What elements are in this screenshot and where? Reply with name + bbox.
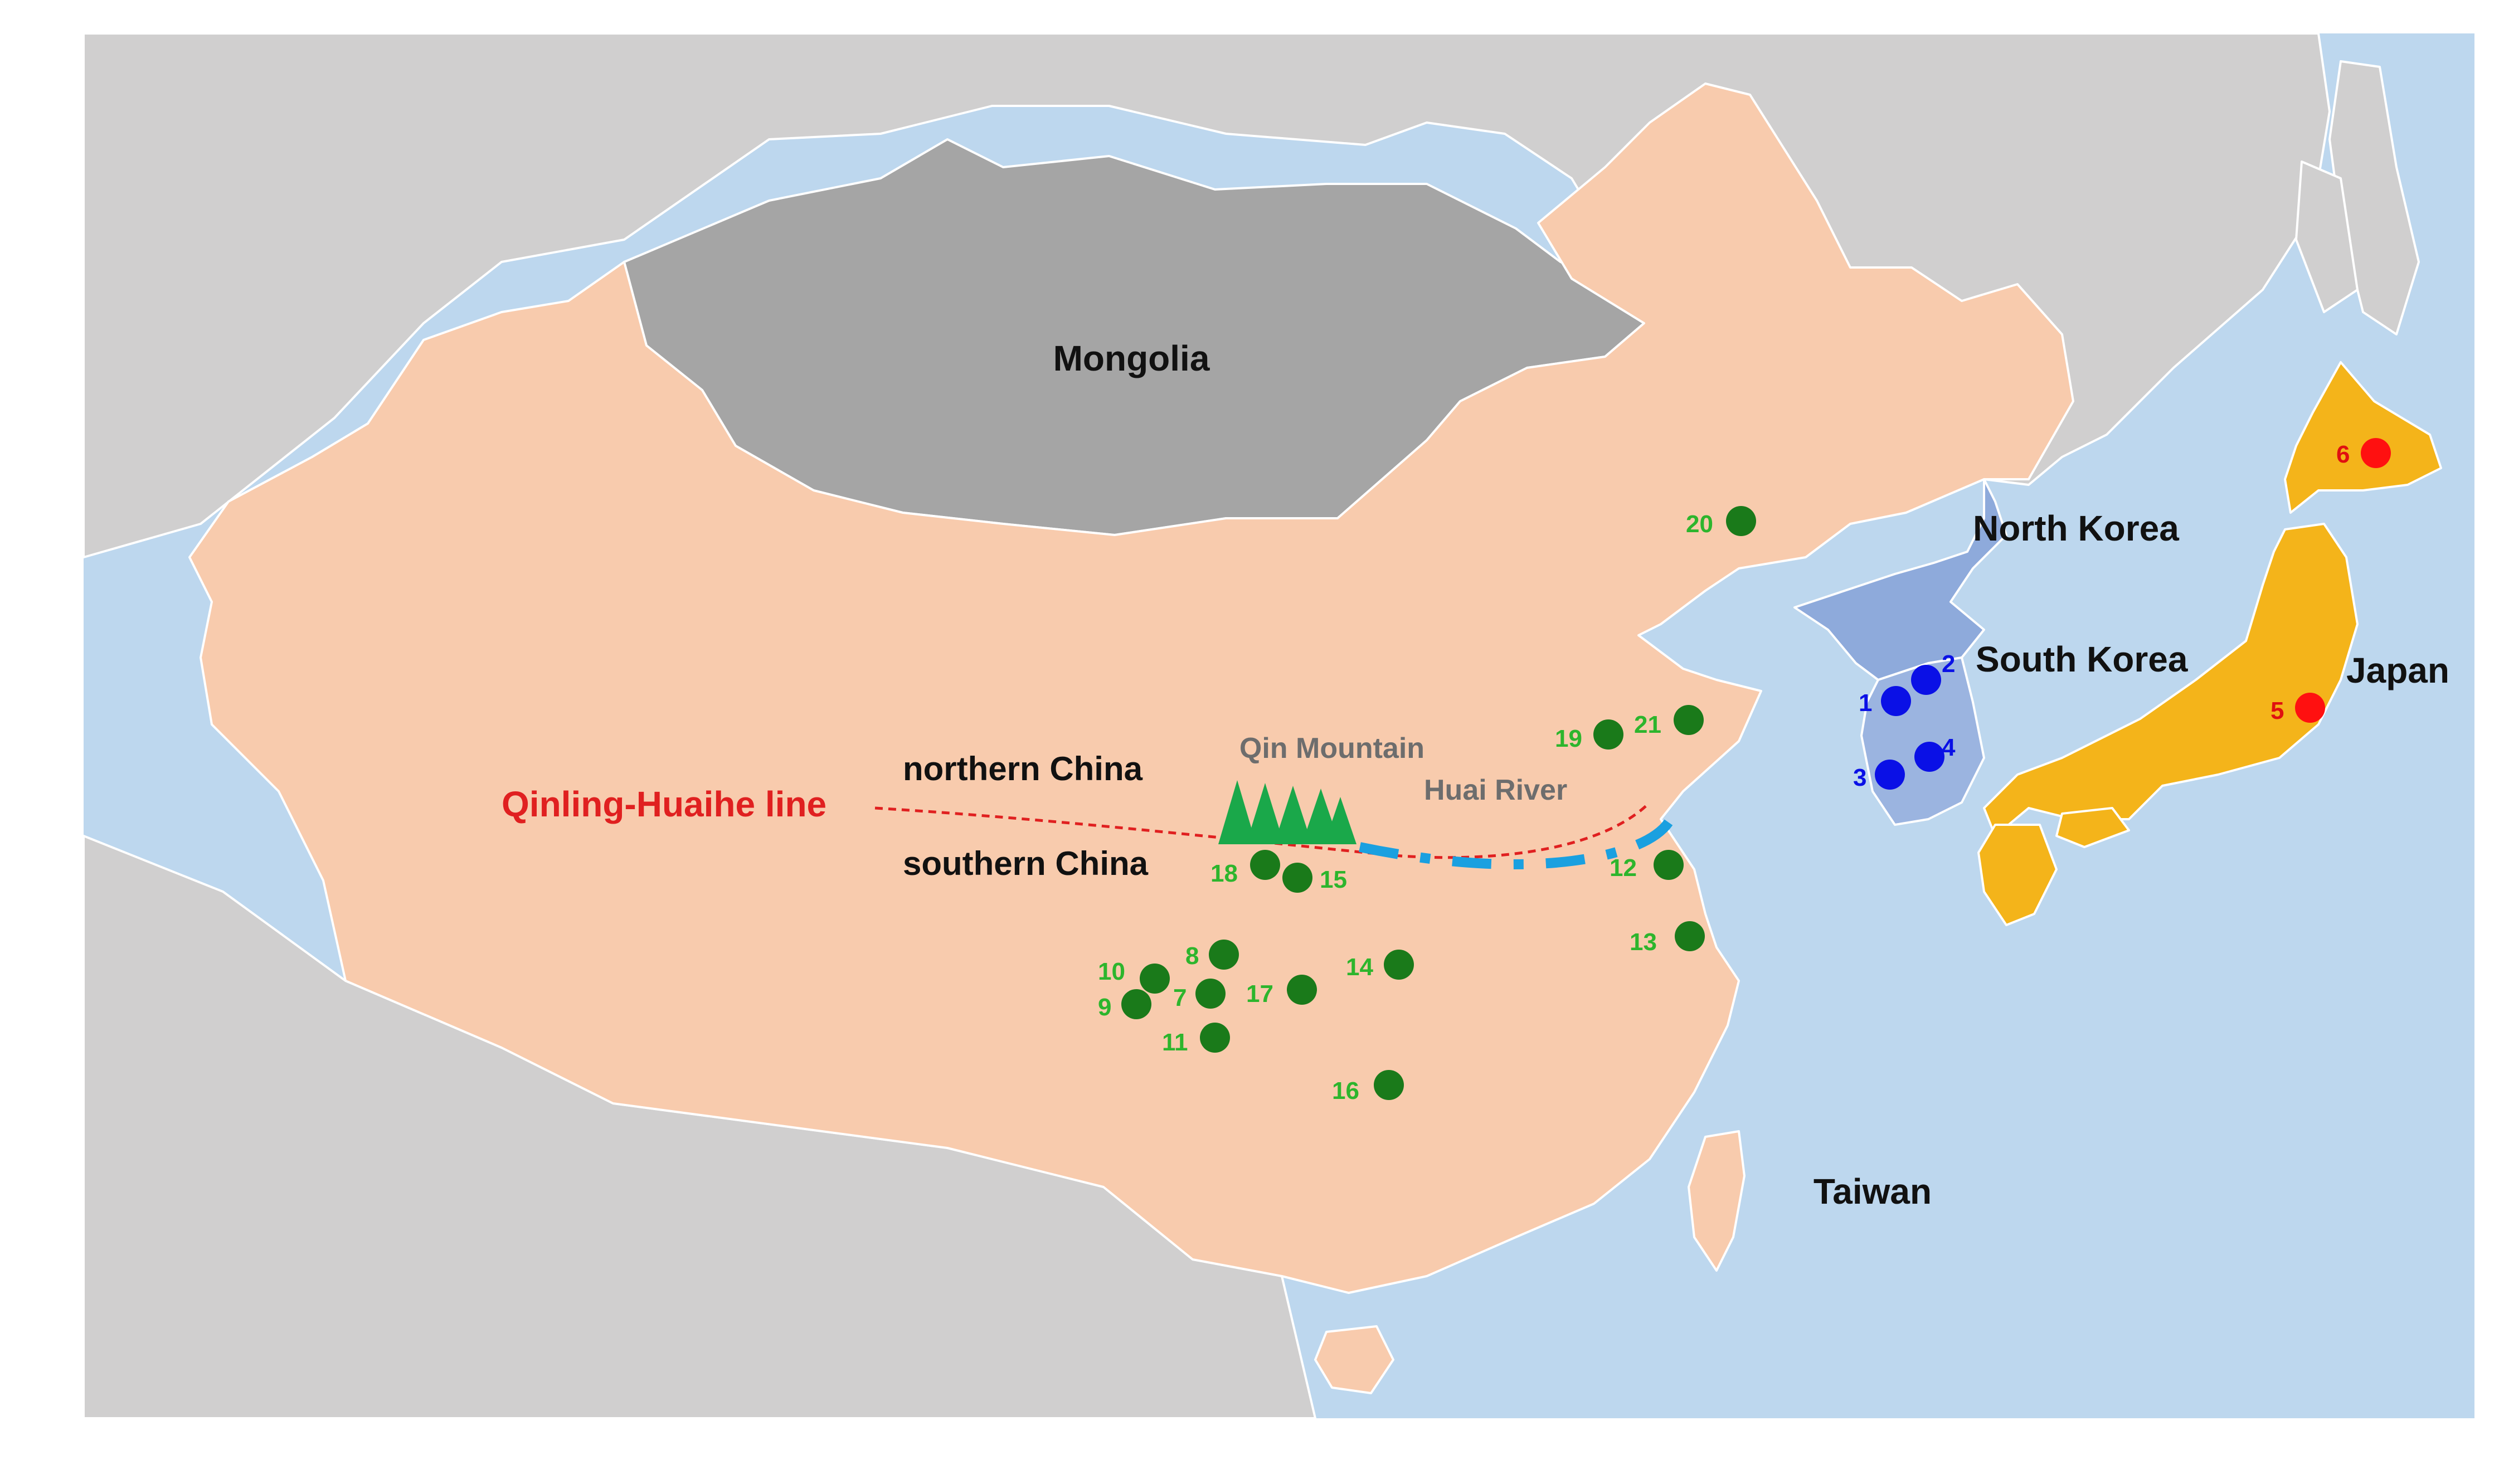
japan-region — [1977, 361, 2442, 926]
site-label-5: 5 — [2271, 697, 2284, 724]
pine-tree-icon — [1246, 783, 1284, 844]
pine-tree-icon — [1218, 780, 1256, 844]
site-marker-2 — [1911, 665, 1941, 695]
site-label-20: 20 — [1686, 510, 1713, 538]
site-marker-4 — [1914, 742, 1944, 772]
site-marker-11 — [1200, 1023, 1230, 1053]
site-label-10: 10 — [1098, 958, 1125, 985]
site-marker-3 — [1875, 760, 1905, 790]
site-label-6: 6 — [2336, 441, 2350, 468]
site-marker-14 — [1384, 950, 1414, 980]
site-label-19: 19 — [1555, 725, 1582, 752]
qin-mountain-label: Qin Mountain — [1239, 732, 1424, 765]
pine-tree-icon — [1324, 797, 1357, 844]
taiwan-label: Taiwan — [1814, 1171, 1932, 1211]
shikoku-island — [2055, 807, 2130, 848]
pine-tree-icon — [1274, 786, 1312, 844]
site-label-12: 12 — [1610, 854, 1637, 882]
southern-china-label: southern China — [903, 845, 1149, 882]
kyushu-island — [1977, 824, 2058, 926]
site-label-17: 17 — [1246, 980, 1273, 1008]
taiwan-island — [1688, 1130, 1746, 1272]
site-label-4: 4 — [1942, 734, 1956, 761]
site-marker-8 — [1209, 940, 1239, 970]
north-korea-region — [1793, 478, 2007, 681]
site-label-13: 13 — [1630, 928, 1657, 956]
site-label-21: 21 — [1634, 711, 1661, 738]
china-region — [188, 82, 2074, 1294]
peninsula-land — [2295, 160, 2359, 313]
japan-label: Japan — [2346, 650, 2449, 690]
site-marker-21 — [1674, 705, 1704, 735]
site-label-15: 15 — [1320, 866, 1347, 893]
honshu-island — [1983, 523, 2359, 837]
pine-tree-mountain-icon — [1218, 780, 1357, 844]
north-korea-label: North Korea — [1973, 508, 2179, 548]
site-marker-18 — [1250, 850, 1280, 880]
site-marker-16 — [1374, 1070, 1404, 1100]
site-label-16: 16 — [1332, 1077, 1359, 1105]
site-marker-13 — [1675, 921, 1705, 951]
south-korea-label: South Korea — [1976, 639, 2188, 679]
hainan-island — [1314, 1325, 1394, 1394]
site-marker-15 — [1282, 863, 1312, 893]
qinling-huaihe-line-label: Qinling-Huaihe line — [502, 784, 826, 824]
site-label-9: 9 — [1098, 994, 1111, 1021]
hokkaido-island — [2284, 361, 2442, 514]
huai-river-line — [1359, 814, 1677, 869]
site-marker-7 — [1195, 979, 1226, 1009]
site-label-14: 14 — [1346, 953, 1373, 981]
site-marker-1 — [1881, 686, 1911, 716]
site-label-3: 3 — [1853, 764, 1866, 791]
site-marker-20 — [1726, 506, 1756, 536]
site-label-11: 11 — [1162, 1029, 1188, 1056]
site-marker-5 — [2295, 693, 2325, 723]
site-marker-6 — [2361, 438, 2391, 468]
mongolia-label: Mongolia — [1053, 338, 1210, 378]
northern-china-label: northern China — [903, 750, 1143, 787]
site-label-1: 1 — [1859, 689, 1872, 717]
site-label-8: 8 — [1185, 942, 1199, 970]
site-marker-10 — [1140, 964, 1170, 994]
site-label-18: 18 — [1210, 860, 1238, 887]
site-marker-12 — [1654, 850, 1684, 880]
site-label-7: 7 — [1173, 984, 1187, 1011]
site-marker-9 — [1121, 989, 1151, 1019]
site-marker-19 — [1593, 719, 1623, 750]
site-label-2: 2 — [1942, 650, 1955, 678]
huai-river-label: Huai River — [1424, 774, 1567, 806]
site-marker-17 — [1287, 975, 1317, 1005]
